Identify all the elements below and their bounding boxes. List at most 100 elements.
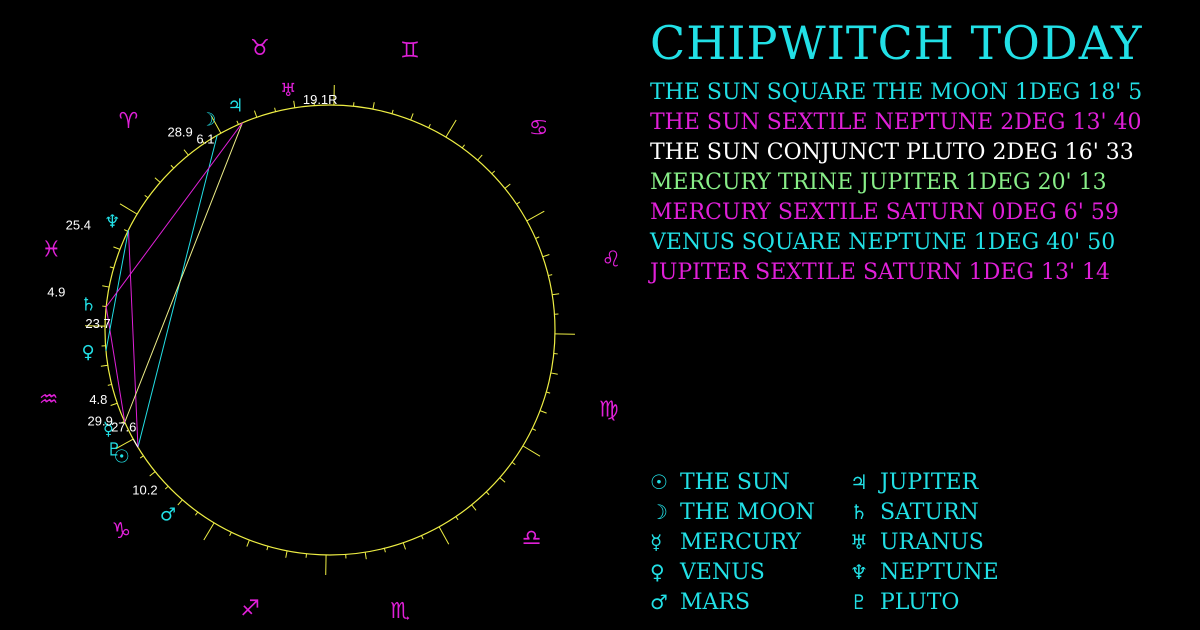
aries-icon: ♈ [119,109,139,134]
degree-tick [154,177,161,183]
libra-icon: ♎ [522,526,542,551]
aspect-line-mercury-saturn [105,306,126,423]
degree-tick [139,455,144,459]
gemini-icon: ♊ [400,39,420,64]
neptune-degree-label: 25.4 [66,217,91,232]
virgo-icon: ♍ [599,397,619,422]
scorpio-icon: ♏ [390,599,410,624]
aspect-item: VENUS SQUARE NEPTUNE 1DEG 40' 50 [650,230,1116,255]
aspect-item: MERCURY TRINE JUPITER 1DEG 20' 13 [650,170,1107,195]
degree-tick [123,229,128,232]
aspect-item: THE SUN SQUARE THE MOON 1DEG 18' 5 [650,80,1143,105]
degree-tick [410,113,414,121]
legend-label: JUPITER [880,469,979,495]
degree-tick [110,402,118,407]
degree-tick [477,154,483,161]
degree-tick [285,550,288,558]
degree-tick [532,428,537,431]
degree-tick [383,548,386,553]
uranus-icon: ♅ [280,80,296,101]
legend-label: MERCURY [680,529,801,555]
degree-tick [183,149,189,156]
legend-label: NEPTUNE [880,559,999,585]
degree-ticks [85,85,575,575]
legend-label: THE MOON [680,499,815,525]
degree-tick [504,183,511,189]
sun-degree-label: 27.6 [111,420,136,435]
aquarius-icon: ♒ [39,388,59,413]
degree-tick [522,445,541,457]
mercury-icon: ☿ [103,419,114,440]
mercury-degree-label: 4.8 [89,392,107,407]
degree-tick [421,535,424,540]
degree-tick [364,552,367,560]
degree-tick [115,438,134,450]
aspect-line-sun-neptune [127,229,139,448]
degree-tick [253,110,258,118]
saturn-degree-label: 4.9 [47,285,65,300]
degree-tick [511,461,516,466]
legend-label: SATURN [880,499,979,525]
degree-tick [177,499,183,506]
degree-tick [461,144,466,149]
page-title: CHIPWITCH TODAY [650,16,1143,70]
natal-wheel: ♈♉♊♋♌♍♎♏♐♑♒♓ ☉27.6☽28.9☿4.8♀23.7♂10.2♃6.… [39,36,622,624]
degree-tick [236,120,239,125]
leo-icon: ♌ [602,247,622,272]
degree-tick [491,170,496,175]
sagittarius-icon: ♐ [240,596,260,621]
legend-item-saturn: ♄SATURN [850,497,1050,527]
degree-tick [293,100,296,108]
mercury-icon: ☿ [650,530,663,554]
pisces-icon: ♓ [41,238,61,263]
degree-tick [391,109,394,114]
planet-legend: ☉THE SUN ☽THE MOON ☿MERCURY ♀VENUS ♂MARS… [650,467,1050,617]
degree-tick [552,293,560,296]
degree-tick [550,372,558,375]
degree-tick [100,364,108,367]
aspect-line-venus-neptune [105,229,129,351]
aspect-line-mercury-jupiter [124,122,243,423]
venus-degree-label: 23.7 [85,316,110,331]
neptune-icon: ♆ [850,560,868,584]
zodiac-signs: ♈♉♊♋♌♍♎♏♐♑♒♓ [39,36,622,624]
legend-label: URANUS [880,529,984,555]
moon-degree-label: 28.9 [167,124,192,139]
sun-icon: ☉ [114,447,130,468]
jupiter-degree-label: 6.1 [196,132,214,147]
degree-tick [144,194,149,199]
degree-tick [194,511,199,516]
jupiter-icon: ♃ [850,470,868,494]
pluto-icon: ♇ [106,440,122,461]
uranus-degree-label: 19.1R [303,92,338,107]
degree-tick [428,123,431,128]
degree-tick [203,522,215,541]
aspect-line-jupiter-saturn [105,122,243,308]
degree-tick [210,115,222,134]
degree-tick [548,274,553,277]
degree-tick [149,471,156,477]
saturn-icon: ♄ [80,295,96,316]
neptune-icon: ♆ [104,211,120,232]
degree-tick [445,119,457,138]
degree-tick [372,102,375,110]
degree-tick [266,546,269,551]
mars-degree-label: 10.2 [132,483,157,498]
sun-icon: ☉ [650,470,668,494]
degree-tick [526,210,545,222]
venus-icon: ♀ [81,342,94,363]
aspect-item: THE SUN SEXTILE NEPTUNE 2DEG 13' 40 [650,110,1142,135]
mars-icon: ♂ [650,590,668,614]
legend-item-moon: ☽ THE MOON [650,497,850,527]
degree-tick [542,253,550,258]
pluto-degree-label: 29.9 [88,414,113,429]
legend-label: MARS [680,589,751,615]
moon-icon: ☽ [650,500,668,524]
moon-icon: ☽ [200,109,216,130]
degree-tick [274,107,277,112]
legend-item-mars: ♂ MARS [650,587,850,617]
degree-tick [402,542,407,550]
aspect-item: JUPITER SEXTILE SATURN 1DEG 13' 14 [650,260,1111,285]
pluto-icon: ♇ [850,590,868,614]
taurus-icon: ♉ [250,36,270,61]
